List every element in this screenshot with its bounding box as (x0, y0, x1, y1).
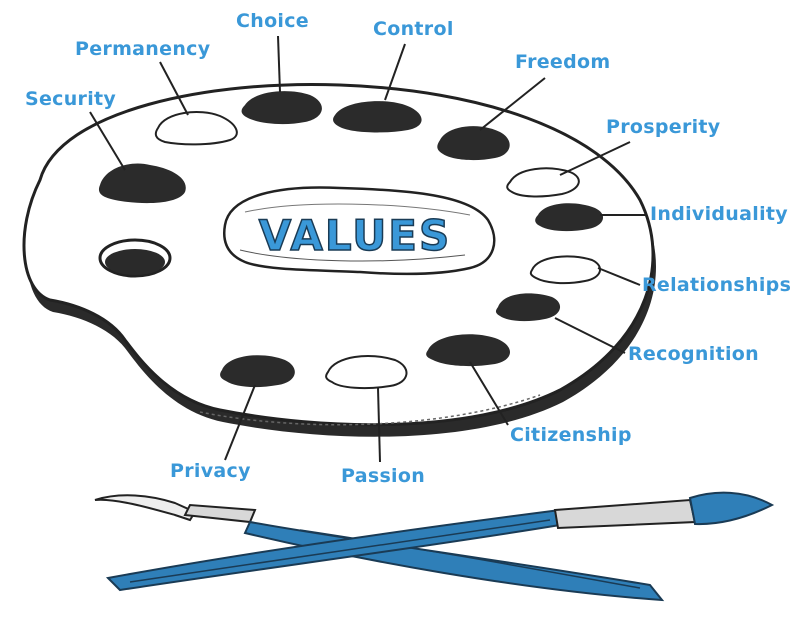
leader-lines (89, 35, 645, 463)
paint-blob-individuality (535, 203, 604, 232)
paint-blob-control (333, 101, 422, 133)
label-freedom: Freedom (515, 51, 611, 73)
label-citizenship: Citizenship (510, 424, 632, 446)
label-recognition: Recognition (628, 343, 759, 365)
label-choice: Choice (236, 10, 309, 32)
label-relationships: Relationships (642, 274, 792, 296)
paint-blob-permanency (154, 111, 238, 146)
paint-blob-security (98, 163, 186, 204)
center-label: VALUES (259, 211, 451, 260)
label-security: Security (25, 88, 117, 110)
label-individuality: Individuality (650, 203, 788, 225)
label-control: Control (373, 18, 454, 40)
label-privacy: Privacy (170, 460, 251, 482)
label-prosperity: Prosperity (606, 116, 721, 138)
label-permanency: Permanency (75, 38, 211, 60)
paint-brush-icon (105, 491, 775, 592)
paint-blob-recognition (495, 293, 561, 322)
paint-blob-choice (241, 91, 322, 125)
paint-blob-citizenship (426, 334, 510, 367)
values-center-blob: VALUES (223, 186, 496, 276)
paint-blob-passion (325, 355, 408, 390)
paint-blobs (98, 91, 604, 390)
paint-blob-relationships (529, 255, 601, 285)
paint-blob-privacy (220, 355, 295, 388)
label-passion: Passion (341, 465, 426, 487)
paint-blob-freedom (437, 126, 510, 161)
